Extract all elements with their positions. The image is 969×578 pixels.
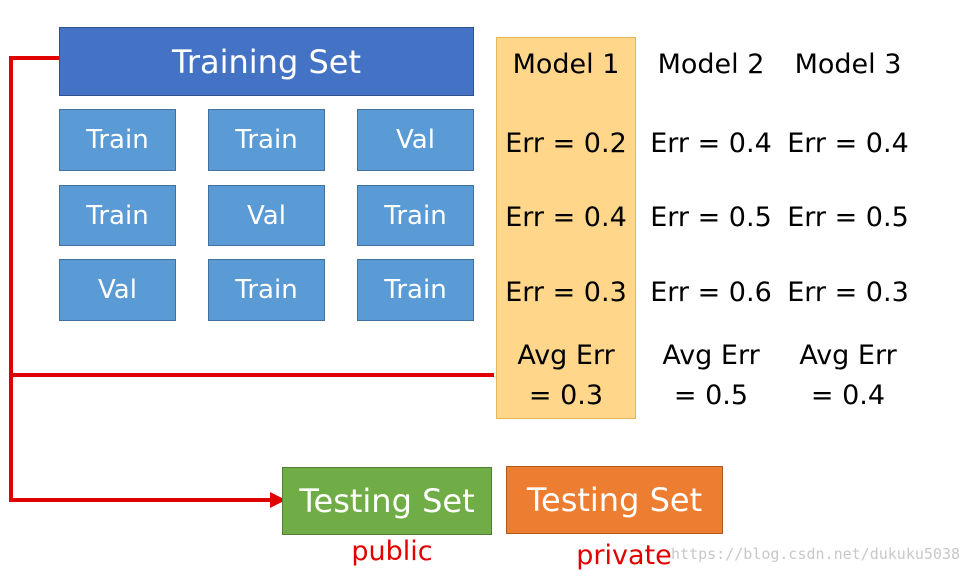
watermark-text: https://blog.csdn.net/dukuku5038 (671, 545, 960, 563)
public-testing-set-box: Testing Set (282, 467, 492, 535)
training-set-box: Training Set (59, 27, 474, 96)
fold-cell: Train (208, 109, 325, 171)
fold-error: Err = 0.3 (787, 277, 909, 308)
fold-error: Err = 0.4 (787, 128, 909, 159)
avg-error-label: Avg Err (662, 340, 760, 371)
private-testing-set-label: Testing Set (526, 481, 703, 519)
connector-arrowhead (270, 492, 286, 508)
fold-label: Val (98, 275, 137, 305)
fold-label: Train (235, 275, 298, 305)
fold-cell: Train (357, 259, 474, 321)
training-set-label: Training Set (172, 42, 361, 81)
fold-cell: Train (59, 109, 176, 171)
selected-model-highlight (496, 37, 636, 419)
avg-error-label: Avg Err (517, 340, 615, 371)
avg-error-value: = 0.3 (528, 380, 604, 411)
fold-error: Err = 0.5 (787, 202, 909, 233)
fold-label: Train (235, 125, 298, 155)
fold-error: Err = 0.4 (650, 128, 772, 159)
fold-error: Err = 0.6 (650, 277, 772, 308)
fold-cell: Val (59, 259, 176, 321)
fold-label: Train (86, 200, 149, 231)
training-connector (9, 56, 272, 502)
fold-label: Val (396, 125, 435, 155)
model-name: Model 2 (657, 49, 765, 80)
avg-error-value: = 0.4 (810, 380, 886, 411)
fold-cell: Val (208, 185, 325, 246)
fold-error: Err = 0.2 (505, 128, 627, 159)
fold-cell: Val (357, 109, 474, 171)
model-name: Model 1 (512, 49, 620, 80)
avg-error-value: = 0.5 (673, 380, 749, 411)
avg-error-label: Avg Err (799, 340, 897, 371)
fold-label: Train (384, 200, 447, 231)
fold-error: Err = 0.4 (505, 202, 627, 233)
fold-label: Val (247, 200, 286, 231)
fold-error: Err = 0.5 (650, 202, 772, 233)
public-testing-set-label: Testing Set (299, 482, 475, 520)
fold-cell: Train (59, 185, 176, 246)
private-caption: private (576, 540, 672, 571)
fold-cell: Train (208, 259, 325, 321)
fold-cell: Train (357, 185, 474, 246)
public-caption: public (351, 536, 433, 567)
fold-label: Train (86, 125, 149, 155)
fold-error: Err = 0.3 (505, 277, 627, 308)
model-name: Model 3 (794, 49, 902, 80)
private-testing-set-box: Testing Set (506, 466, 723, 534)
fold-label: Train (384, 275, 447, 305)
